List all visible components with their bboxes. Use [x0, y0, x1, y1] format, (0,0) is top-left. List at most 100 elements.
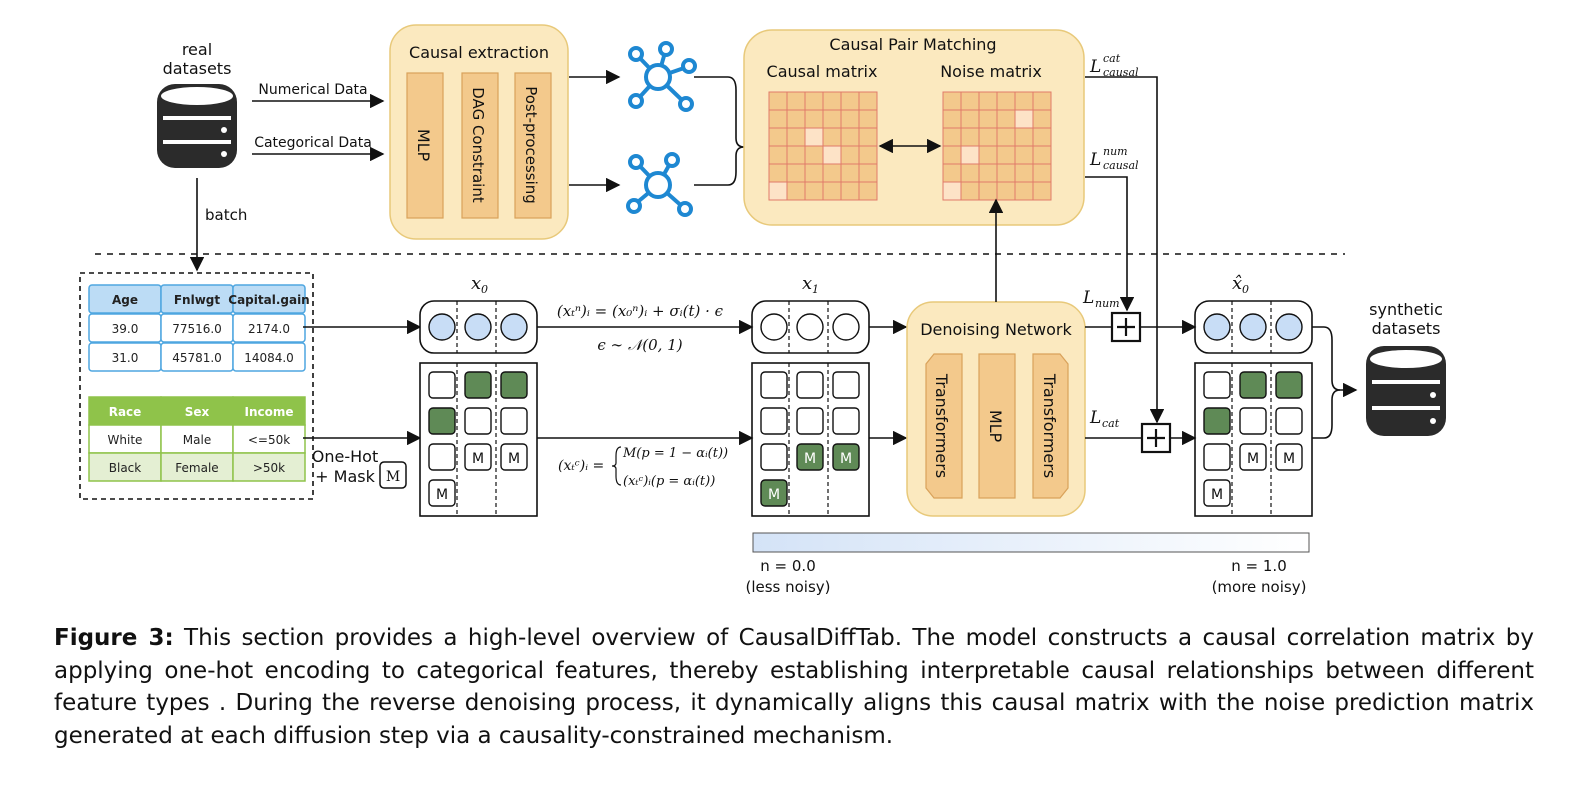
causal-matrix-cell: [840, 145, 860, 165]
transformers-block-right: [1032, 353, 1069, 499]
causal-matrix-cell: [768, 163, 788, 183]
post-processing-label: Post-processing: [522, 86, 540, 204]
svg-text:M: M: [386, 469, 400, 485]
one-hot-empty-cell: [428, 371, 456, 399]
categorical-sum-node: [1140, 422, 1172, 454]
numeric-feature-node: [832, 313, 860, 341]
figure-caption-label: Figure 3:: [54, 625, 174, 651]
causal-matrix-cell: [804, 163, 824, 183]
mask-cell: [464, 443, 492, 471]
graphs-merge-arrow: [694, 76, 745, 186]
svg-text:M(p = 1 − αᵢ(t)): M(p = 1 − αᵢ(t)): [622, 446, 728, 461]
noise-matrix-cell: [942, 145, 962, 165]
svg-text:1: 1: [812, 283, 819, 296]
epsilon-distribution-formula: ϵ ∼ 𝒩(0, 1): [597, 336, 682, 354]
one-hot-label: One-Hot: [312, 447, 378, 466]
numeric-noise-formula: (xₜⁿ)ᵢ = (x₀ⁿ)ᵢ + σᵢ(t) · ϵ: [557, 302, 724, 320]
noise-matrix-cell: [1014, 163, 1034, 183]
numeric-table-header-text: Age: [112, 293, 138, 307]
noise-matrix-cell: [1014, 109, 1034, 129]
noise-matrix-cell: [1032, 163, 1052, 183]
svg-text:L: L: [1089, 150, 1101, 170]
one-hot-empty-cell: [464, 407, 492, 435]
post-processing-block: [514, 72, 552, 219]
real-database-icon: [157, 84, 237, 168]
mask-token-text: M: [804, 451, 816, 467]
noise-low-description: (less noisy): [745, 578, 830, 596]
categorical-table-cell-text: Female: [175, 461, 218, 475]
xhat0-label: x̂ 0: [1232, 273, 1249, 296]
svg-text:0: 0: [1242, 283, 1249, 296]
numeric-feature-node: [760, 313, 788, 341]
svg-text:num: num: [1103, 145, 1128, 158]
causal-matrix-cell: [840, 109, 860, 129]
noise-matrix-cell: [960, 181, 980, 201]
mask-cell: [1275, 443, 1303, 471]
categorical-noise-formula: (xₜᶜ)ᵢ = M(p = 1 − αᵢ(t)) (xₜᶜ)ᵢ(p = αᵢ(…: [558, 446, 728, 489]
transformers-block-left: [925, 353, 963, 499]
categorical-table-header-text: Race: [109, 405, 142, 419]
one-hot-empty-cell: [1275, 407, 1303, 435]
causal-matrix-cell: [822, 91, 842, 111]
numerical-data-label: Numerical Data: [258, 82, 367, 98]
categorical-table-cell: [232, 452, 306, 482]
causal-matrix-cell: [840, 181, 860, 201]
categorical-table-header-cell: [160, 396, 234, 426]
noise-matrix-cell: [978, 145, 998, 165]
causal-matrix-grid: [768, 91, 878, 201]
causal-matrix-cell: [822, 127, 842, 147]
one-hot-empty-cell: [832, 407, 860, 435]
causal-cat-loss-label: L cat causal: [1089, 52, 1139, 79]
numeric-table-cell-text: 14084.0: [244, 351, 294, 365]
one-hot-empty-cell: [760, 407, 788, 435]
causal-matrix-cell: [822, 145, 842, 165]
one-hot-empty-cell: [1239, 407, 1267, 435]
noise-matrix-cell: [960, 163, 980, 183]
causal-matrix-cell: [840, 163, 860, 183]
noise-matrix-cell: [1032, 181, 1052, 201]
noise-matrix-cell: [978, 181, 998, 201]
transformers-label-right: Transformers: [1040, 373, 1059, 478]
noise-matrix-grid: [942, 91, 1052, 201]
mask-cell: [428, 479, 456, 507]
mask-token-legend: M: [379, 461, 407, 489]
noise-matrix-cell: [1032, 91, 1052, 111]
noise-matrix-cell: [1032, 127, 1052, 147]
categorical-table-header-cell: [232, 396, 306, 426]
causal-matrix-cell: [858, 127, 878, 147]
svg-text:(xₜᶜ)ᵢ =: (xₜᶜ)ᵢ =: [558, 458, 604, 474]
output-merge-arrow: [1312, 326, 1341, 439]
causal-matrix-cell: [768, 91, 788, 111]
categorical-table-cell-text: Black: [109, 461, 142, 475]
noise-matrix-cell: [960, 91, 980, 111]
causal-matrix-cell: [840, 91, 860, 111]
synthetic-database-icon: [1366, 346, 1446, 436]
causal-graph-icon-top: [628, 41, 697, 112]
causal-matrix-label: Causal matrix: [767, 62, 878, 81]
mlp-block-label: MLP: [414, 129, 433, 162]
plus-mask-label: + Mask: [315, 467, 375, 486]
one-hot-empty-cell: [832, 371, 860, 399]
noise-matrix-cell: [942, 163, 962, 183]
noise-matrix-cell: [978, 109, 998, 129]
cat-loss-label: L cat: [1089, 408, 1120, 430]
mask-token-text: M: [1247, 451, 1259, 467]
one-hot-empty-cell: [760, 443, 788, 471]
causal-extraction-title: Causal extraction: [409, 43, 549, 62]
noise-matrix-cell: [996, 127, 1016, 147]
one-hot-empty-cell: [1203, 371, 1231, 399]
real-datasets-label-line2: datasets: [163, 59, 232, 78]
causal-matrix-cell: [768, 127, 788, 147]
denoising-network-panel: Denoising Network Transformers MLP Trans…: [906, 301, 1086, 517]
noise-high-description: (more noisy): [1212, 578, 1307, 596]
one-hot-empty-cell: [760, 371, 788, 399]
noise-matrix-cell: [1014, 145, 1034, 165]
causaldifftab-diagram: real datasets Numerical Data Categorical…: [79, 24, 1446, 596]
mask-cell: [1239, 443, 1267, 471]
denoising-network-title: Denoising Network: [920, 320, 1072, 339]
mlp-block: [406, 72, 444, 219]
svg-text:x: x: [471, 273, 481, 294]
noise-matrix-cell: [996, 163, 1016, 183]
noise-matrix-cell: [1032, 109, 1052, 129]
